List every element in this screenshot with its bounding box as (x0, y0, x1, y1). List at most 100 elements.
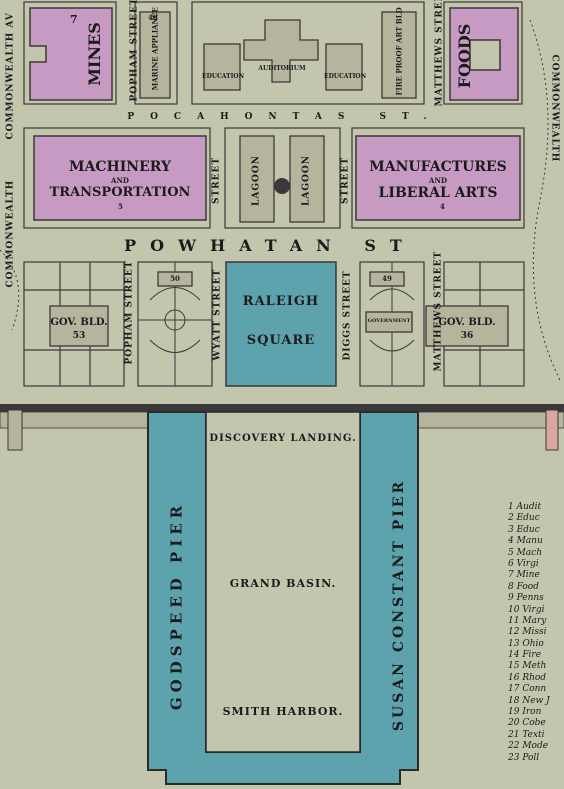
label-small-right: 49 (382, 274, 392, 283)
legend-item: 17 Conn (508, 684, 547, 695)
street-right-center: STREET (340, 156, 351, 205)
label-education-left: EDUCATION (202, 73, 245, 80)
label-education-right: EDUCATION (324, 73, 367, 80)
legend-item: 12 Missi (508, 627, 547, 638)
legend-item: 20 Cobe (508, 718, 546, 729)
building-pavilion-right (365, 311, 413, 333)
legend-item: 3 Educ (508, 524, 540, 535)
number-marine: 48 (148, 13, 158, 22)
street-powhatan: POWHATAN ST (124, 236, 416, 255)
street-wyatt: WYATT STREET (212, 268, 223, 361)
label-smith-harbor: SMITH HARBOR. (222, 705, 344, 718)
legend-item: 6 Virgi (508, 558, 539, 569)
legend-item: 16 Rhod (508, 672, 547, 683)
number-gov-left: 53 (72, 331, 86, 341)
label-manufactures-3: LIBERAL ARTS (378, 185, 498, 201)
label-manufactures-1: MANUFACTURES (369, 159, 507, 175)
legend-item: 8 Food (508, 581, 539, 592)
label-raleigh: RALEIGH (242, 294, 320, 309)
legend-item: 22 Mode (508, 741, 549, 752)
label-foods: FOODS (455, 23, 474, 89)
street-popham-top: POPHAM STREET (129, 0, 140, 102)
label-mines: MINES (85, 22, 104, 86)
number-manufactures: 4 (440, 202, 445, 211)
label-godspeed-pier: GODSPEED PIER (167, 500, 186, 711)
building-marine-appliance (139, 11, 171, 99)
building-fire-proof (381, 11, 417, 99)
legend-item: 18 New J (508, 695, 550, 706)
legend-item: 5 Mach (508, 547, 543, 558)
legend-item: 7 Mine (508, 570, 540, 581)
legend-item: 13 Ohio (508, 638, 544, 649)
legend-item: 19 Iron (508, 707, 542, 718)
label-susan-constant-pier: SUSAN CONSTANT PIER (391, 478, 407, 732)
label-marine-appliance: MARINE APPLIANCE (150, 7, 160, 91)
street-commonwealth-west-bottom: COMMONWEALTH (5, 179, 16, 288)
building-lagoon-right (289, 135, 325, 223)
trolley-line-west (0, 249, 20, 331)
block-marine (134, 1, 178, 105)
number-gov-right: 36 (460, 331, 474, 341)
building-manufactures (355, 135, 521, 221)
label-discovery-landing: DISCOVERY LANDING. (209, 433, 357, 444)
legend-item: 23 Poll (508, 752, 540, 763)
legend-item: 1 Audit (508, 502, 542, 512)
legend-item: 2 Educ (508, 513, 540, 524)
label-manufactures-2: AND (429, 176, 447, 185)
building-mines (29, 7, 113, 101)
legend-item: 14 Fire (508, 650, 542, 661)
legend-item: 15 Meth (508, 661, 547, 672)
block-manufactures (351, 127, 525, 229)
grand-basin-water (205, 411, 361, 753)
label-machinery-1: MACHINERY (69, 159, 171, 175)
label-fire-proof: FIRE PROOF ART BLD (394, 7, 404, 96)
label-machinery-2: AND (111, 176, 129, 185)
street-commonwealth-east: COMMONWEALTH (549, 54, 560, 163)
number-mines: 7 (70, 13, 78, 26)
label-pavilion-right: GOVERNMENT (367, 318, 411, 324)
street-pocahontas: POCAHONTAS ST. (127, 112, 443, 122)
jetty-right (545, 409, 559, 451)
label-lagoon-right: LAGOON (301, 155, 312, 206)
label-small-left: 50 (170, 274, 180, 283)
building-machinery (33, 135, 207, 221)
legend-item: 21 Texti (508, 729, 545, 740)
label-auditorium: AUDITORIUM (258, 65, 306, 72)
block-left-bottom (23, 261, 125, 387)
street-matthews-top: MATTHEWS STREET (434, 0, 445, 107)
block-machinery (23, 127, 211, 229)
building-small-right (369, 271, 405, 287)
number-machinery: 5 (118, 202, 123, 211)
label-lagoon-left: LAGOON (251, 155, 262, 206)
jetty-left (7, 409, 23, 451)
legend-item: 9 Penns (508, 593, 544, 604)
building-education-right (325, 43, 363, 91)
building-foods (449, 7, 519, 101)
block-foods (443, 1, 523, 105)
street-diggs: DIGGS STREET (342, 270, 353, 361)
legend-item: 4 Manu (508, 536, 543, 547)
block-auditorium (191, 1, 425, 105)
building-small-left (157, 271, 193, 287)
block-mines (23, 1, 117, 105)
label-gov-bld-right: GOV. BLD. (438, 317, 496, 328)
legend-item: 10 Virgi (508, 604, 545, 615)
building-lagoon-left (239, 135, 275, 223)
street-commonwealth-west-top: COMMONWEALTH AV (5, 12, 16, 140)
street-popham-bottom: POPHAM STREET (124, 260, 135, 365)
bulkhead (0, 404, 564, 412)
label-gov-bld-left: GOV. BLD. (50, 317, 108, 328)
legend-item: 11 Mary (508, 615, 547, 626)
lagoon-fountain (274, 178, 290, 194)
street-left-center: STREET (211, 156, 222, 205)
label-machinery-3: TRANSPORTATION (49, 185, 191, 200)
building-education-left (203, 43, 241, 91)
building-auditorium (243, 19, 319, 83)
building-gov-right (425, 305, 509, 347)
block-lagoon (224, 127, 341, 229)
label-grand-basin: GRAND BASIN. (229, 577, 337, 590)
label-square: SQUARE (246, 333, 316, 348)
